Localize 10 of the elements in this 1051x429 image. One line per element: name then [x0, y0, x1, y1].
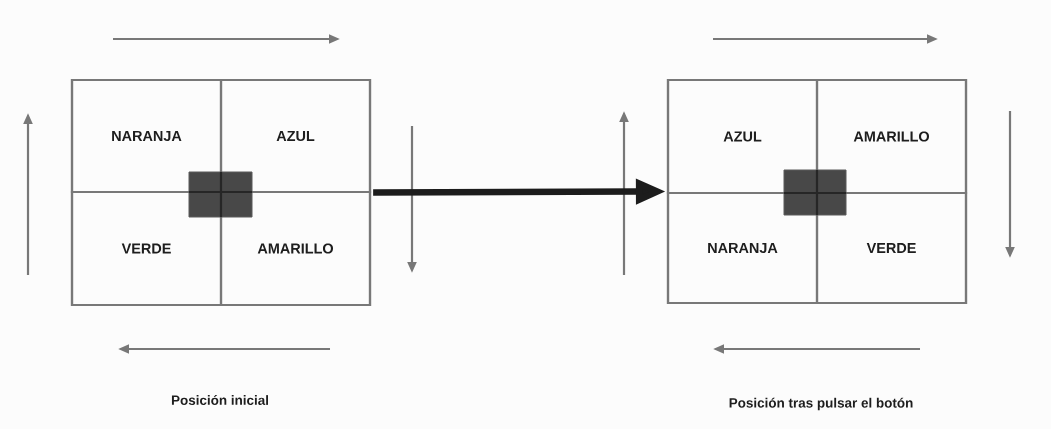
color-cell: NARANJA [70, 78, 223, 194]
color-cell: AMARILLO [219, 190, 372, 307]
color-cell: AZUL [666, 78, 819, 195]
caption-text: Posición tras pulsar el botón [729, 397, 913, 411]
caption-text: Posición inicial [171, 395, 268, 405]
color-cell: NARANJA [666, 191, 819, 305]
color-cell: AMARILLO [815, 78, 968, 195]
color-cell: VERDE [815, 191, 968, 305]
color-cell: AZUL [219, 78, 372, 194]
color-cell: VERDE [70, 190, 223, 307]
